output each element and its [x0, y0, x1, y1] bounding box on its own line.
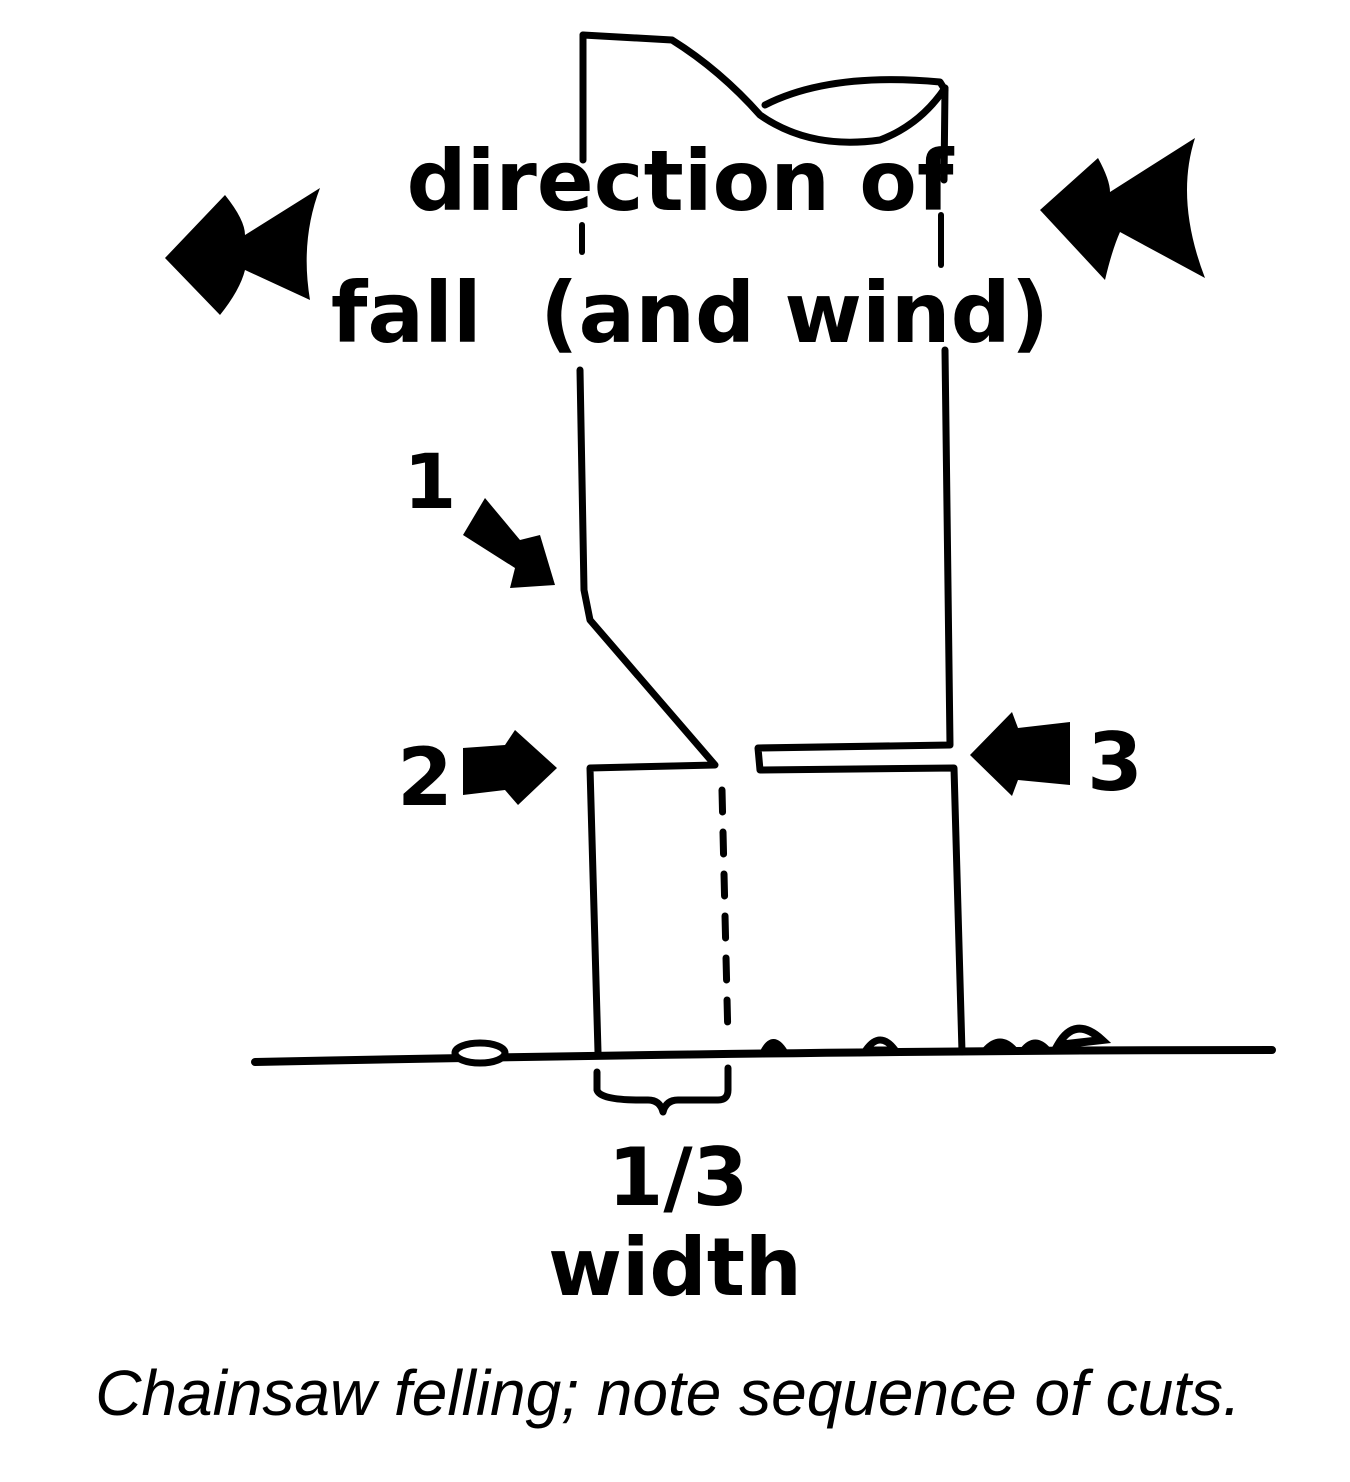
cut-label-1: 1 — [404, 437, 457, 526]
cut-1-arrow — [463, 498, 555, 588]
heading-line-1: direction of — [406, 132, 955, 230]
heading-line-2: fall (and wind) — [331, 264, 1049, 362]
measure-word: width — [548, 1221, 802, 1314]
figure-caption: Chainsaw felling; note sequence of cuts. — [95, 1357, 1241, 1429]
measure-fraction: 1/3 — [608, 1131, 749, 1224]
fall-direction-right-arrow — [1040, 138, 1205, 280]
cut-3-arrow — [970, 712, 1070, 796]
cut-label-2: 2 — [397, 731, 453, 824]
fall-direction-left-arrow — [165, 188, 320, 315]
cut-label-3: 3 — [1087, 716, 1143, 809]
ground — [251, 1024, 1276, 1067]
cut-2-arrow — [463, 730, 557, 805]
tree-trunk — [576, 31, 966, 1056]
width-bracket — [593, 1064, 732, 1116]
